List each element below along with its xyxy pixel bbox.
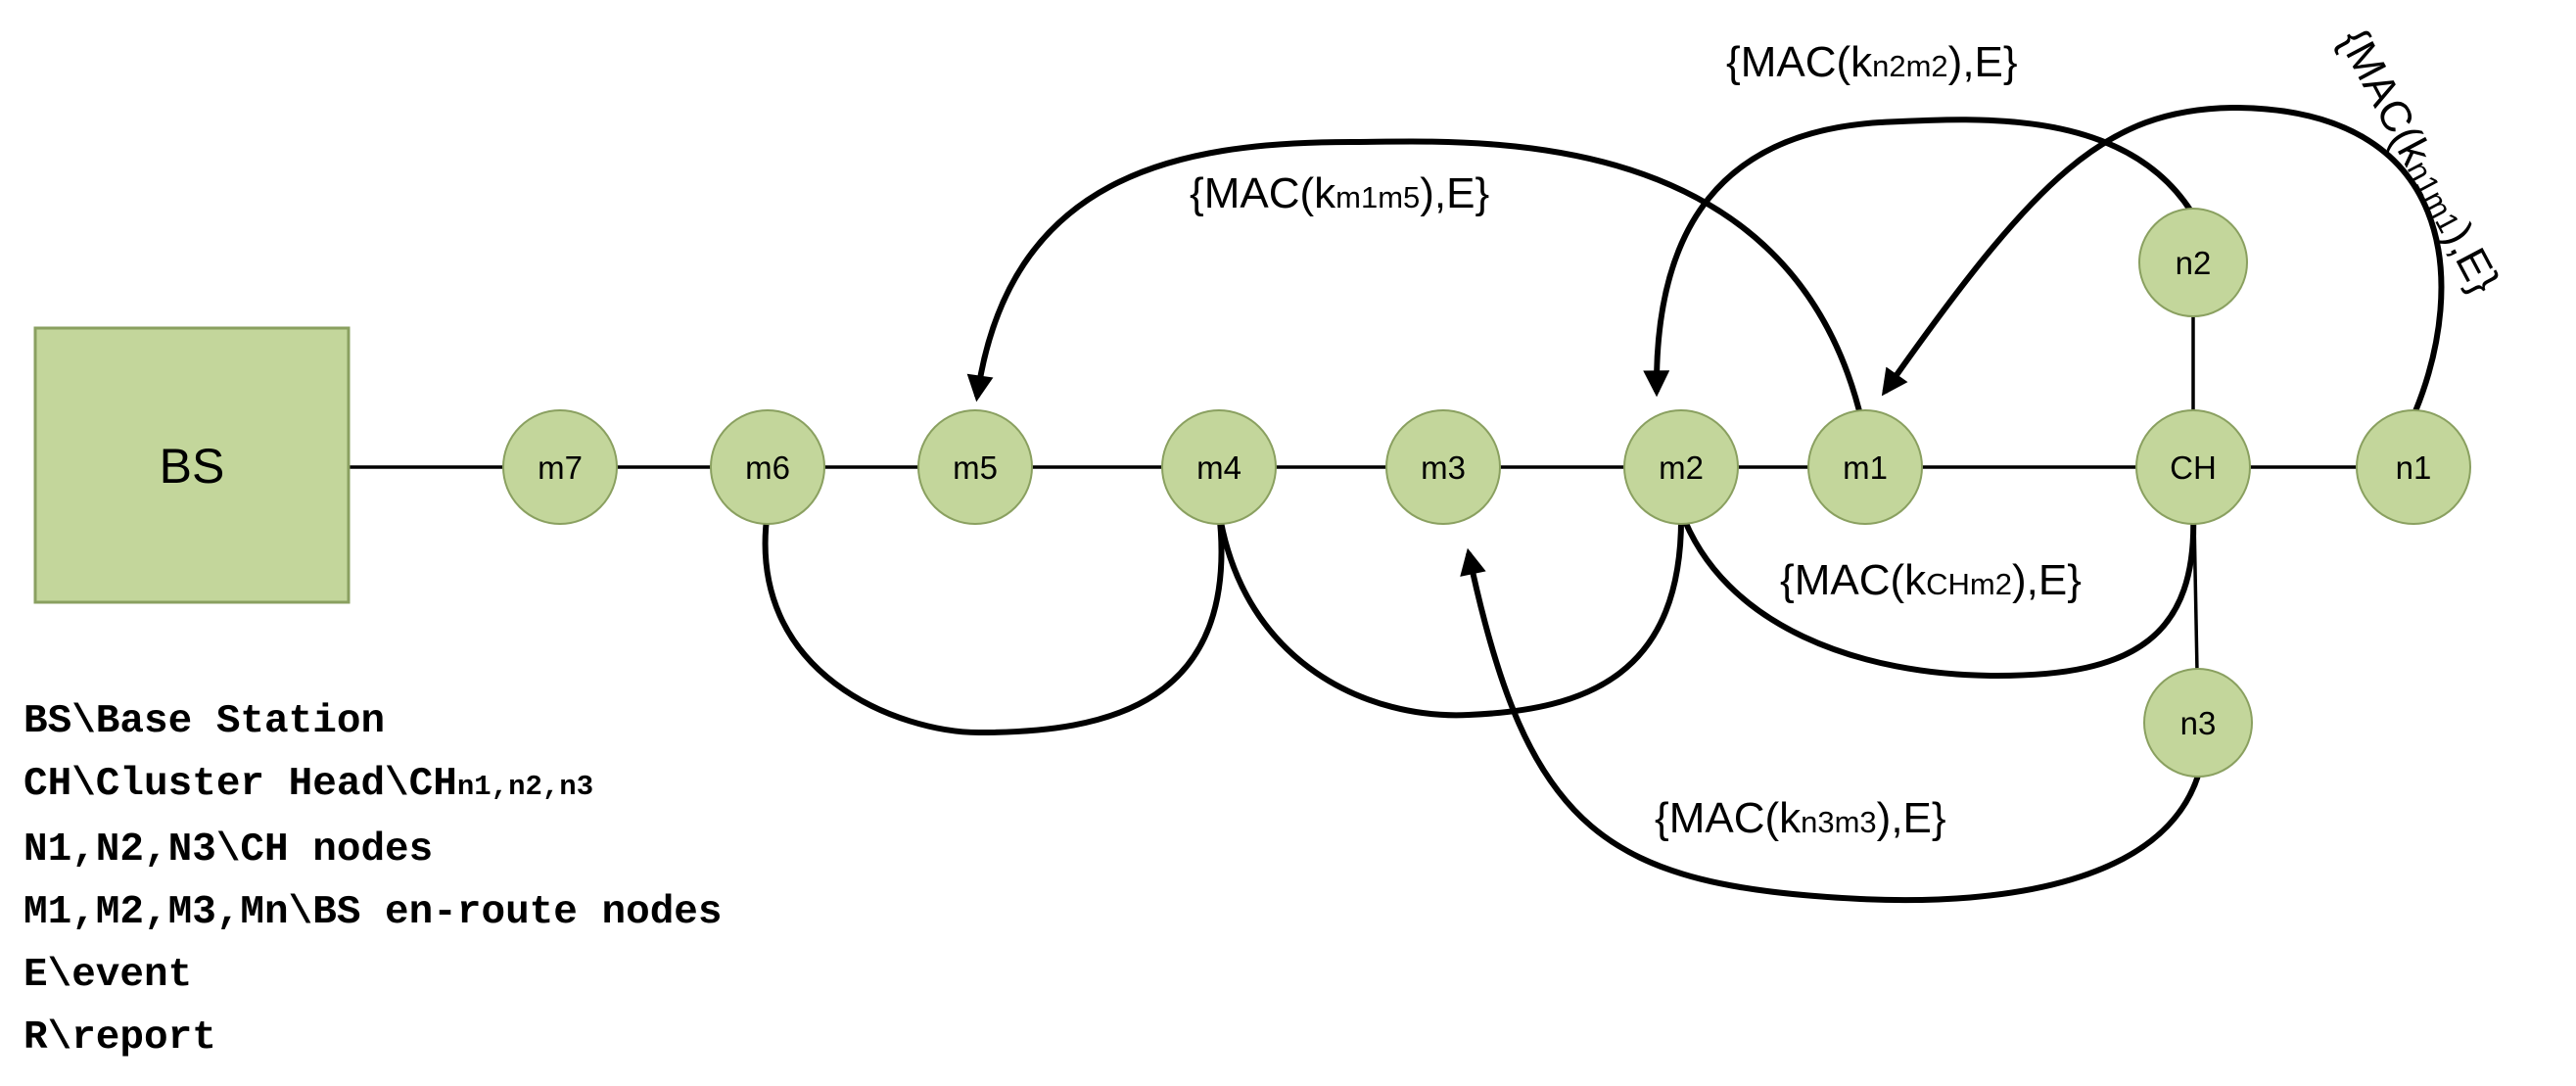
node-label: CH [2170,449,2217,486]
node-m6: m6 [710,409,825,525]
node-n3: n3 [2143,668,2253,778]
node-m1: m1 [1807,409,1923,525]
arrow-m1-to-m5 [966,138,1865,424]
loop-m2-ch [1678,509,2197,680]
node-m4: m4 [1161,409,1277,525]
base-station-box [33,326,351,604]
mac-label-n3m3: {MAC(kn3m3),E} [1655,794,1946,842]
legend-event: E\event [23,953,193,998]
node-ch: CH [2135,409,2251,525]
node-label: n2 [2176,245,2212,281]
loop-m6-m4 [762,510,1225,736]
legend-m-nodes: M1,M2,M3,Mn\BS en-route nodes [23,890,723,935]
node-n2: n2 [2138,208,2248,317]
node-label: m6 [745,449,790,486]
node-label: m3 [1421,449,1466,486]
node-m7: m7 [502,409,618,525]
node-label: n3 [2180,705,2217,741]
node-label: m4 [1196,449,1241,486]
node-label: m1 [1843,449,1888,486]
mac-label-chm2: {MAC(kCHm2),E} [1780,556,2082,604]
legend-ch-sub: n1,n2,n3 [456,771,594,803]
legend-report: R\report [23,1015,216,1061]
mac-label-m1m5: {MAC(km1m5),E} [1190,169,1489,217]
mac-label-n1m1: {MAC(kn1m1),E} [2329,22,2508,302]
node-label: n1 [2396,449,2432,486]
legend-ch-main: CH\Cluster Head\CH [23,762,457,807]
node-label: m7 [538,449,583,486]
mac-label-n2m2: {MAC(kn2m2),E} [1726,38,2018,86]
arrow-n3-to-m3 [1460,547,2201,904]
arrow-n2-to-m2 [1643,117,2194,398]
loop-m4-m2 [1216,510,1685,719]
legend: BS\Base Station CH\Cluster Head\CHn1,n2,… [23,690,723,1069]
node-n1: n1 [2356,409,2471,525]
node-label: m5 [953,449,998,486]
node-label: m2 [1659,449,1704,486]
node-m3: m3 [1385,409,1501,525]
node-m5: m5 [917,409,1033,525]
base-station-label: BS [160,439,225,494]
legend-bs: BS\Base Station [23,699,386,744]
legend-ch: CH\Cluster Head\CHn1,n2,n3 [23,753,723,819]
arrow-n1-to-m1 [1881,104,2445,413]
legend-n-nodes: N1,N2,N3\CH nodes [23,827,434,873]
node-m2: m2 [1623,409,1739,525]
